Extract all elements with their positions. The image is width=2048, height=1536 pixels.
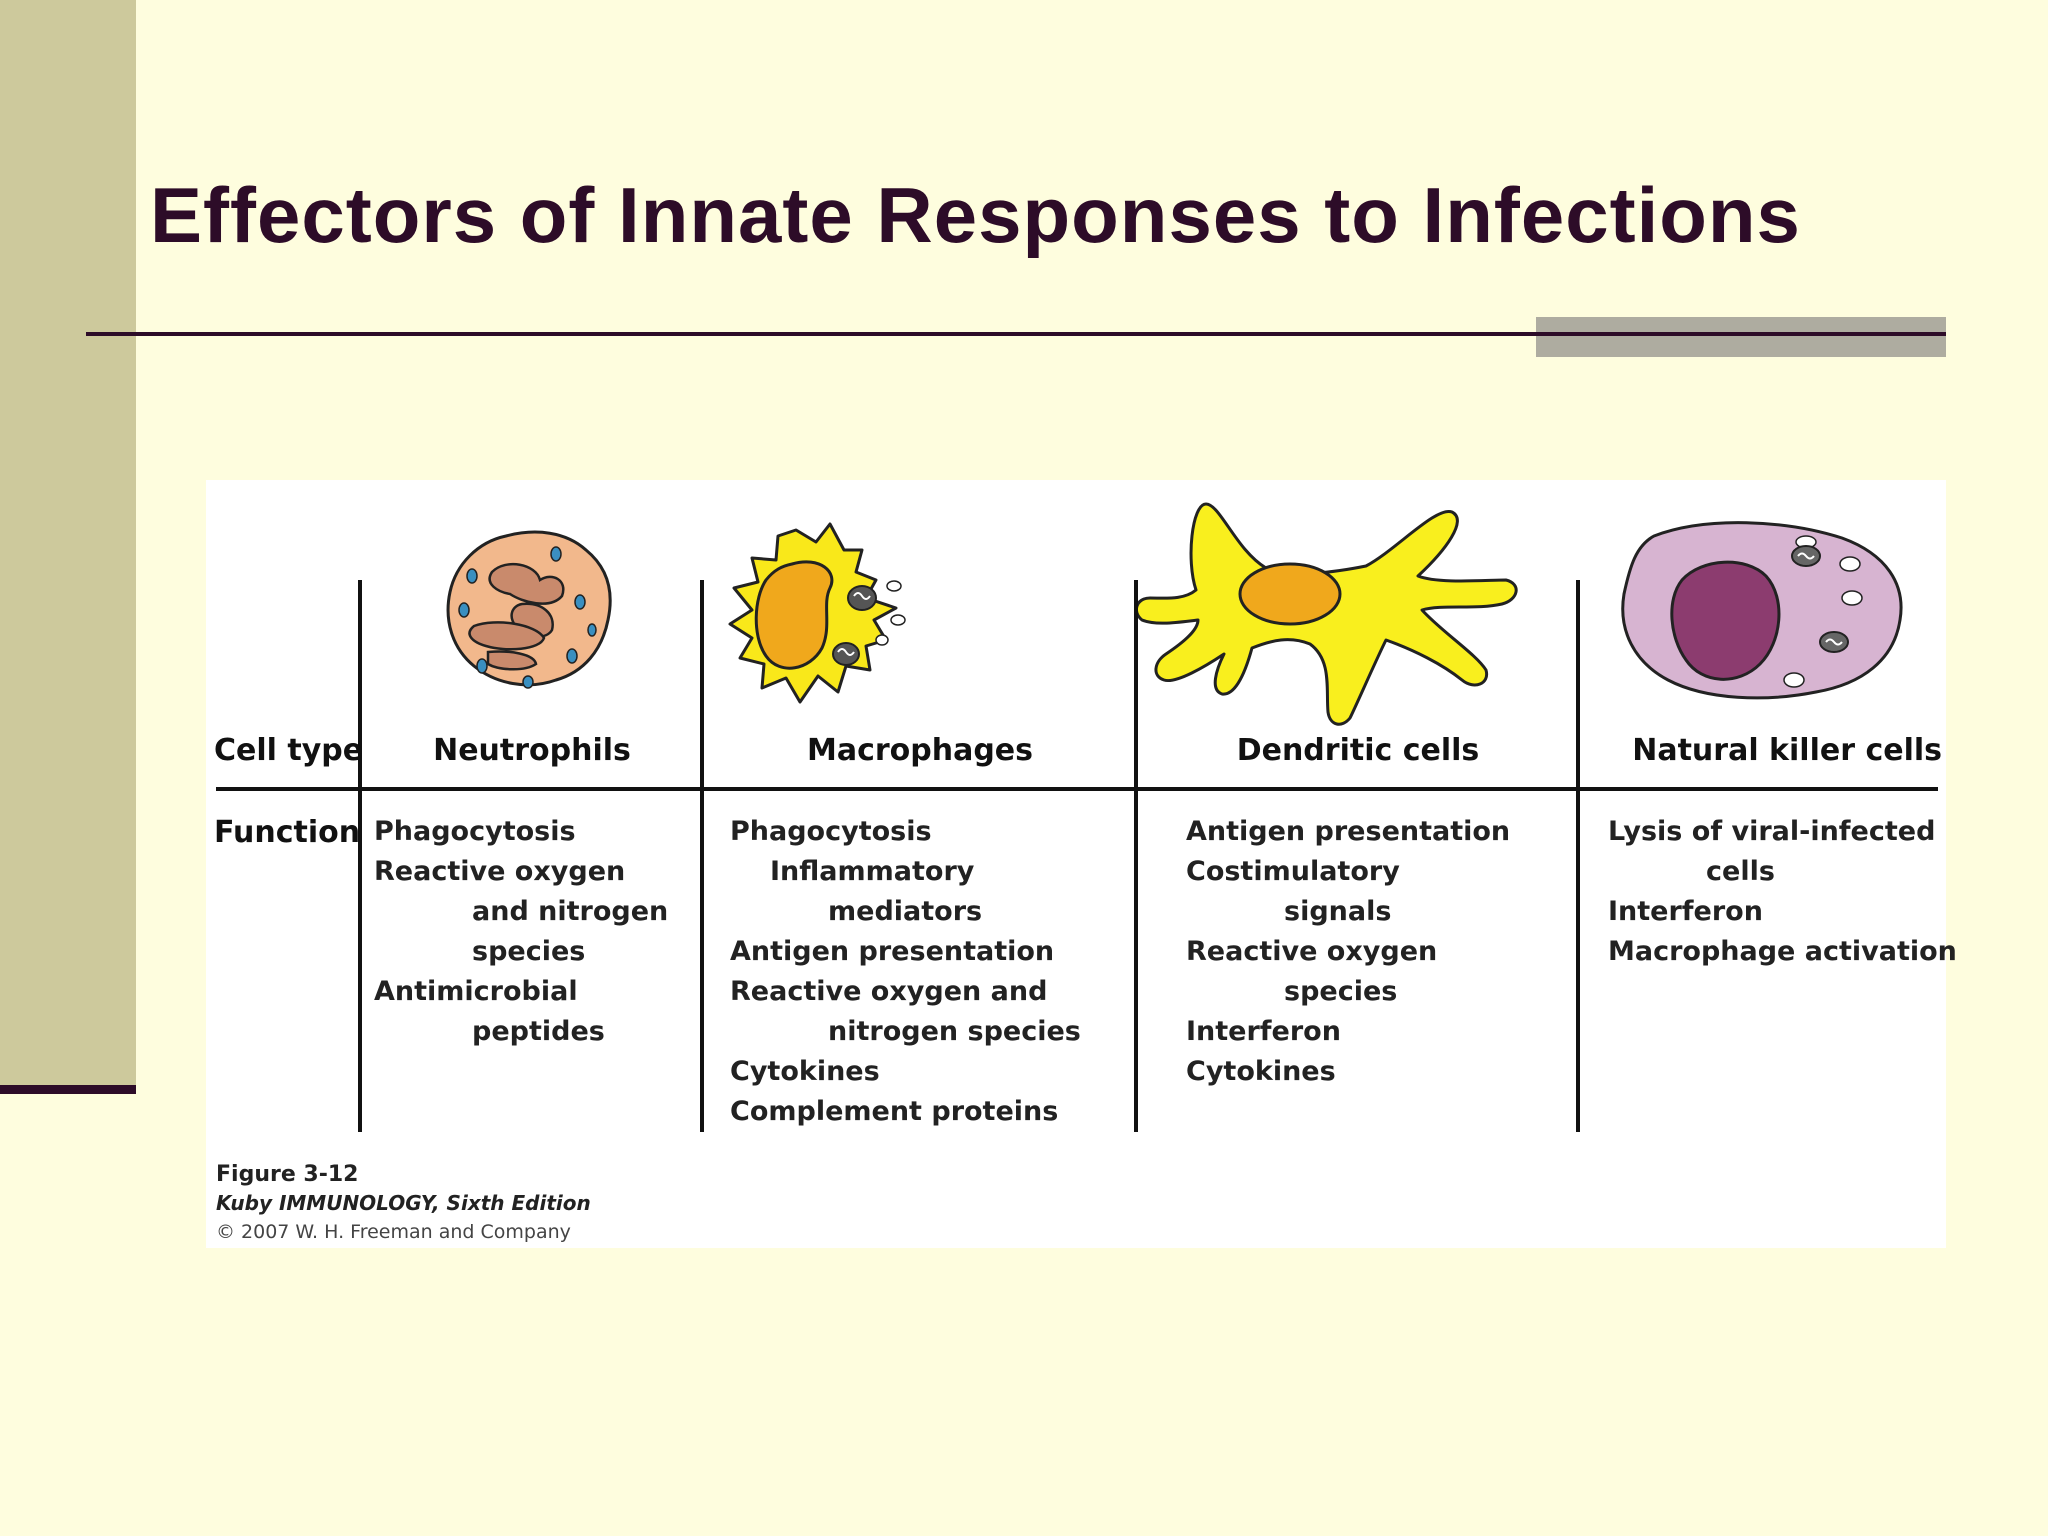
function-item: Inflammatory [770,856,975,887]
function-item: cells [1706,856,1775,887]
title-divider-accent [1536,317,1946,357]
column-header-neutrophils: Neutrophils [433,733,631,768]
column-header-natural-killer-cells: Natural killer cells [1632,733,1942,768]
function-item: Phagocytosis [730,816,932,847]
function-item: Antigen presentation [730,936,1055,967]
left-accent-rule [0,1085,136,1094]
column-header-macrophages: Macrophages [806,733,1034,768]
function-item: Antimicrobial [374,976,578,1007]
row-label-cell-type: Cell type [214,733,364,768]
natural-killer-cell-functions: Lysis of viral-infected cells Interferon… [1608,812,1957,972]
function-item: mediators [828,896,983,927]
slide-title: Effectors of Innate Responses to Infecti… [150,171,1801,259]
function-item: Complement proteins [730,1096,1059,1127]
column-header-dendritic-cells: Dendritic cells [1236,733,1480,768]
function-item: Antigen presentation [1186,816,1511,847]
neutrophil-functions: Phagocytosis Reactive oxygen and nitroge… [374,812,668,1052]
column-divider-1 [358,580,362,1132]
macrophage-icon [728,522,906,704]
column-divider-4 [1576,580,1580,1132]
function-item: Cytokines [730,1056,880,1087]
dendritic-cell-icon [1134,502,1518,726]
figure-caption: Figure 3-12 Kuby IMMUNOLOGY, Sixth Editi… [216,1160,591,1247]
cell-illustrations [446,502,1903,726]
function-item: Lysis of viral-infected [1608,816,1936,847]
figure-panel: Cell type Function Neutrophils Macrophag… [206,480,1957,1248]
left-accent-band [0,0,136,1085]
function-item: nitrogen species [828,1016,1081,1047]
figure-source-book: Kuby IMMUNOLOGY, Sixth Edition [216,1191,591,1215]
column-divider-3 [1134,580,1138,1132]
function-item: signals [1284,896,1392,927]
function-item: Interferon [1608,896,1763,927]
function-item: Macrophage activation [1608,936,1957,967]
function-item: species [1284,976,1398,1007]
function-item: Reactive oxygen [374,856,626,887]
function-item: Cytokines [1186,1056,1336,1087]
macrophage-functions: Phagocytosis Inflammatory mediators Anti… [730,812,1081,1132]
function-item: peptides [472,1016,605,1047]
figure-number: Figure 3-12 [216,1162,359,1187]
function-item: and nitrogen [472,896,669,927]
function-item: Reactive oxygen [1186,936,1438,967]
figure-copyright: © 2007 W. H. Freeman and Company [216,1221,571,1243]
natural-killer-cell-icon [1621,521,1903,700]
function-item: species [472,936,586,967]
neutrophil-icon [446,530,612,689]
title-divider [86,332,1946,336]
title-divider-accent-line [1536,332,1946,336]
header-divider [216,787,1938,791]
function-item: Costimulatory [1186,856,1400,887]
function-item: Phagocytosis [374,816,576,847]
row-label-function: Function [214,815,361,850]
dendritic-cell-functions: Antigen presentation Costimulatory signa… [1186,812,1510,1092]
column-divider-2 [700,580,704,1132]
function-item: Reactive oxygen and [730,976,1048,1007]
function-item: Interferon [1186,1016,1341,1047]
